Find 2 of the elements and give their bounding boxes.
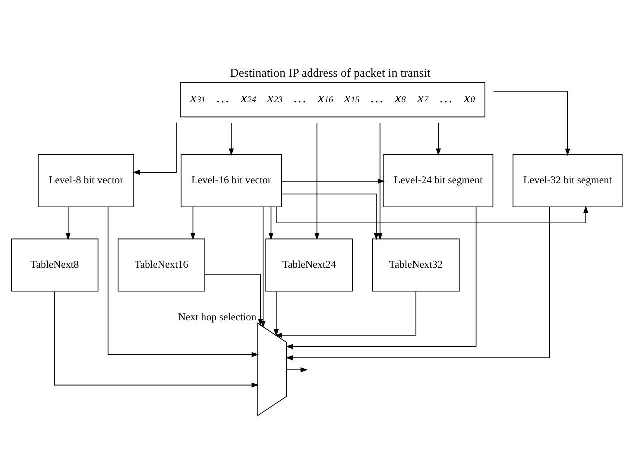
node-label: Destination IP address of packet in transit [230,66,431,80]
node-label: Next hop selection [178,312,257,324]
